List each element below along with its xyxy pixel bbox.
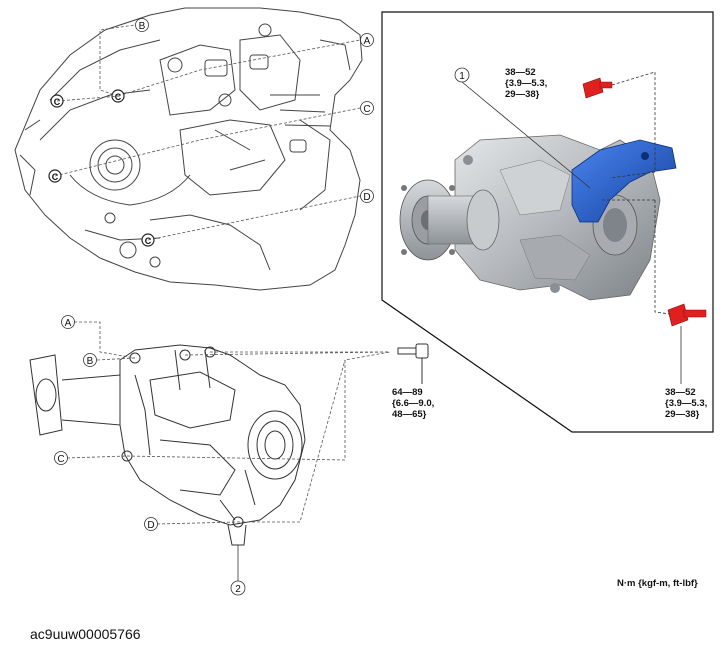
inset-leader-lines (600, 71, 671, 315)
main-bolt-drawing (397, 343, 429, 384)
torque-line: 29—38} (505, 89, 540, 100)
torque-spec-main-bolt: 64—89 {6.6—9.0, 48—65} (392, 387, 434, 420)
red-bolt-top (582, 77, 613, 99)
callout-c-bottom: C (57, 454, 64, 465)
torque-spec-inset-top: 38—52 {3.9—5.3, 29—38} (505, 67, 547, 100)
case-bolt-c-letters: C C C C (52, 92, 152, 246)
case-bolt-c-marks (48, 89, 155, 247)
bottom-leader-lines (66, 321, 391, 525)
item1-leader (461, 81, 591, 189)
torque-line: {6.6—9.0, (392, 398, 435, 409)
transfer-unit-drawing (29, 344, 306, 546)
callout-a-top: A (364, 36, 371, 47)
svg-text:C: C (54, 97, 61, 107)
torque-line: 48—65} (392, 409, 427, 420)
torque-line: 64—89 (392, 387, 423, 398)
torque-line: 38—52 (665, 387, 696, 398)
torque-line: 29—38} (665, 409, 700, 420)
callout-1: 1 (459, 71, 465, 82)
callout-2: 2 (235, 584, 241, 595)
torque-line: {3.9—5.3, (665, 398, 708, 409)
callout-1-circle (454, 67, 470, 83)
callout-a-bottom: A (65, 318, 72, 329)
svg-text:C: C (115, 92, 122, 102)
callout-d-top: D (363, 192, 370, 203)
svg-text:C: C (52, 172, 59, 182)
torque-line: {3.9—5.3, (505, 78, 548, 89)
callout-b-bottom: B (87, 356, 94, 367)
unit-note: N·m {kgf-m, ft-lbf} (617, 578, 698, 589)
bottom-callout-circles (54, 315, 246, 596)
torque-line: 38—52 (505, 67, 536, 78)
figure-id: ac9uuw00005766 (30, 626, 141, 642)
callout-d-bottom: D (147, 520, 154, 531)
blue-bracket-highlight (571, 139, 677, 223)
callout-b-top: B (139, 21, 146, 32)
transmission-case-drawing (14, 7, 363, 291)
torque-spec-inset-bottom: 38—52 {3.9—5.3, 29—38} (665, 387, 707, 420)
svg-text:C: C (145, 236, 152, 246)
red-bolt-bottom (667, 303, 707, 327)
bracket-bolt-hole (641, 152, 649, 160)
top-leader-lines (54, 24, 361, 241)
top-callout-circles (135, 18, 374, 203)
callout-c-top: C (363, 104, 370, 115)
